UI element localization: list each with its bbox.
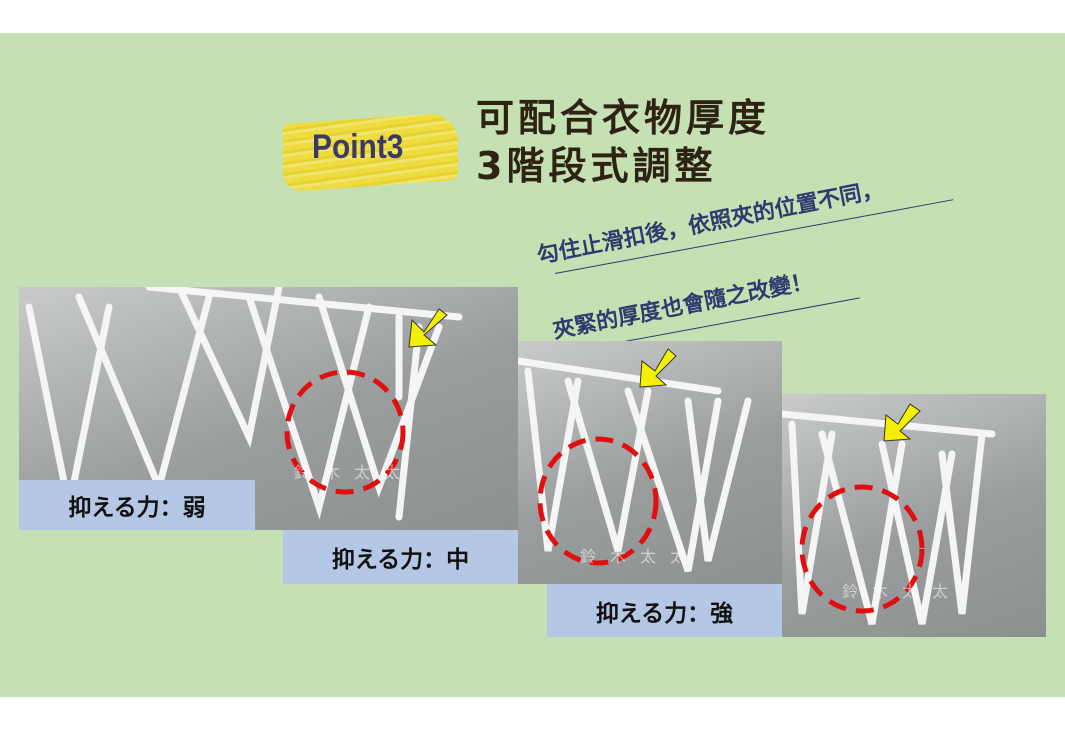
label-strong: 抑える力：強: [547, 584, 782, 637]
label-medium: 抑える力：中: [283, 530, 518, 584]
photo-strong: 鈴木太太: [782, 394, 1046, 637]
label-weak: 抑える力：弱: [19, 480, 255, 530]
page-title: 可配合衣物厚度 3階段式調整: [476, 94, 770, 190]
photo-medium: 鈴木太太: [518, 341, 782, 584]
title-line-2: 3階段式調整: [476, 144, 717, 188]
watermark: 鈴木太太: [294, 463, 415, 482]
watermark: 鈴木太太: [580, 547, 701, 566]
point-badge: Point3: [312, 128, 404, 166]
watermark: 鈴木太太: [842, 582, 963, 601]
title-line-1: 可配合衣物厚度: [476, 96, 771, 140]
